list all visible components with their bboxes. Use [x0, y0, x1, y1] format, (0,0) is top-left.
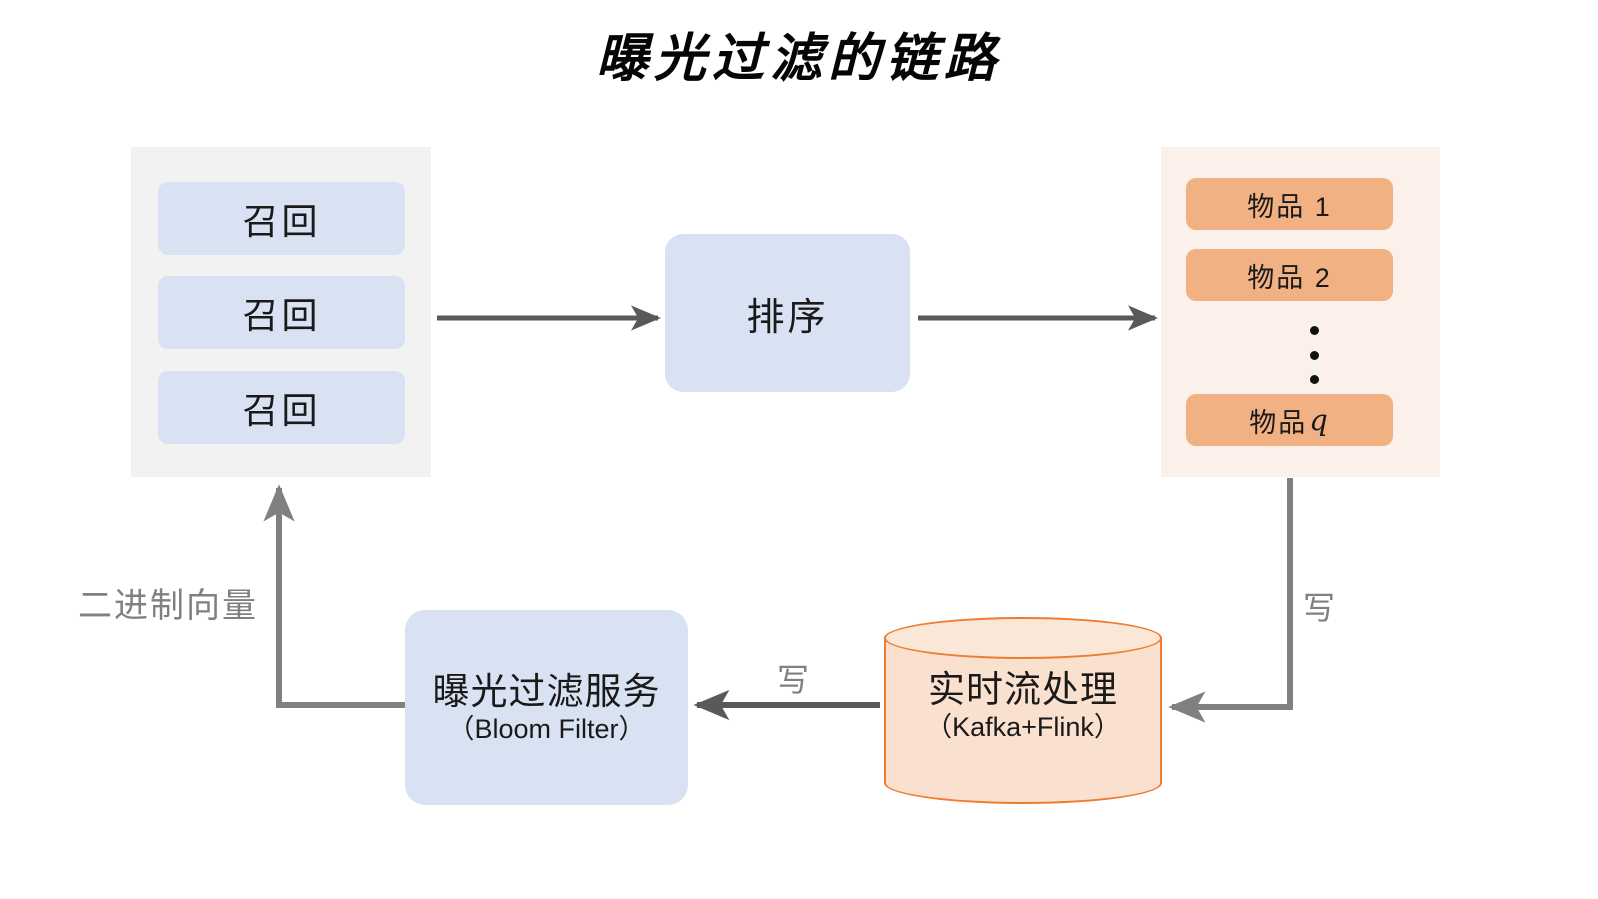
cylinder-top-ellipse	[884, 617, 1162, 659]
item-box-q-index: q	[1309, 403, 1330, 437]
bloom-filter-subtitle: （Bloom Filter）	[447, 714, 646, 745]
stream-title: 实时流处理	[928, 669, 1118, 710]
page-title: 曝光过滤的链路	[595, 28, 1002, 89]
recall-box-2[interactable]: 召回	[158, 276, 405, 349]
stream-subtitle: （Kafka+Flink）	[925, 712, 1121, 743]
bloom-filter-title: 曝光过滤服务	[432, 670, 661, 712]
recall-box-1[interactable]: 召回	[158, 182, 405, 255]
item-box-2[interactable]: 物品 2	[1186, 249, 1393, 301]
edge-bloom-to-recall	[263, 484, 405, 708]
vertical-ellipsis-icon	[1270, 326, 1358, 384]
rank-box[interactable]: 排序	[665, 234, 910, 392]
edge-items-to-stream	[1168, 478, 1293, 723]
item-box-1[interactable]: 物品 1	[1186, 178, 1393, 230]
item-box-q-prefix: 物品	[1249, 407, 1308, 438]
bloom-filter-service-box[interactable]: 曝光过滤服务 （Bloom Filter）	[405, 610, 688, 805]
stream-processing-cylinder[interactable]: 实时流处理 （Kafka+Flink）	[884, 617, 1162, 804]
recall-box-3[interactable]: 召回	[158, 371, 405, 444]
edge-label-binary-vector: 二进制向量	[78, 587, 258, 625]
item-box-q[interactable]: 物品 q	[1186, 394, 1393, 446]
cylinder-label: 实时流处理 （Kafka+Flink）	[884, 669, 1162, 743]
edge-label-write-right: 写	[1303, 590, 1336, 626]
cylinder-body	[884, 637, 1162, 783]
edge-label-write-middle: 写	[777, 662, 810, 698]
